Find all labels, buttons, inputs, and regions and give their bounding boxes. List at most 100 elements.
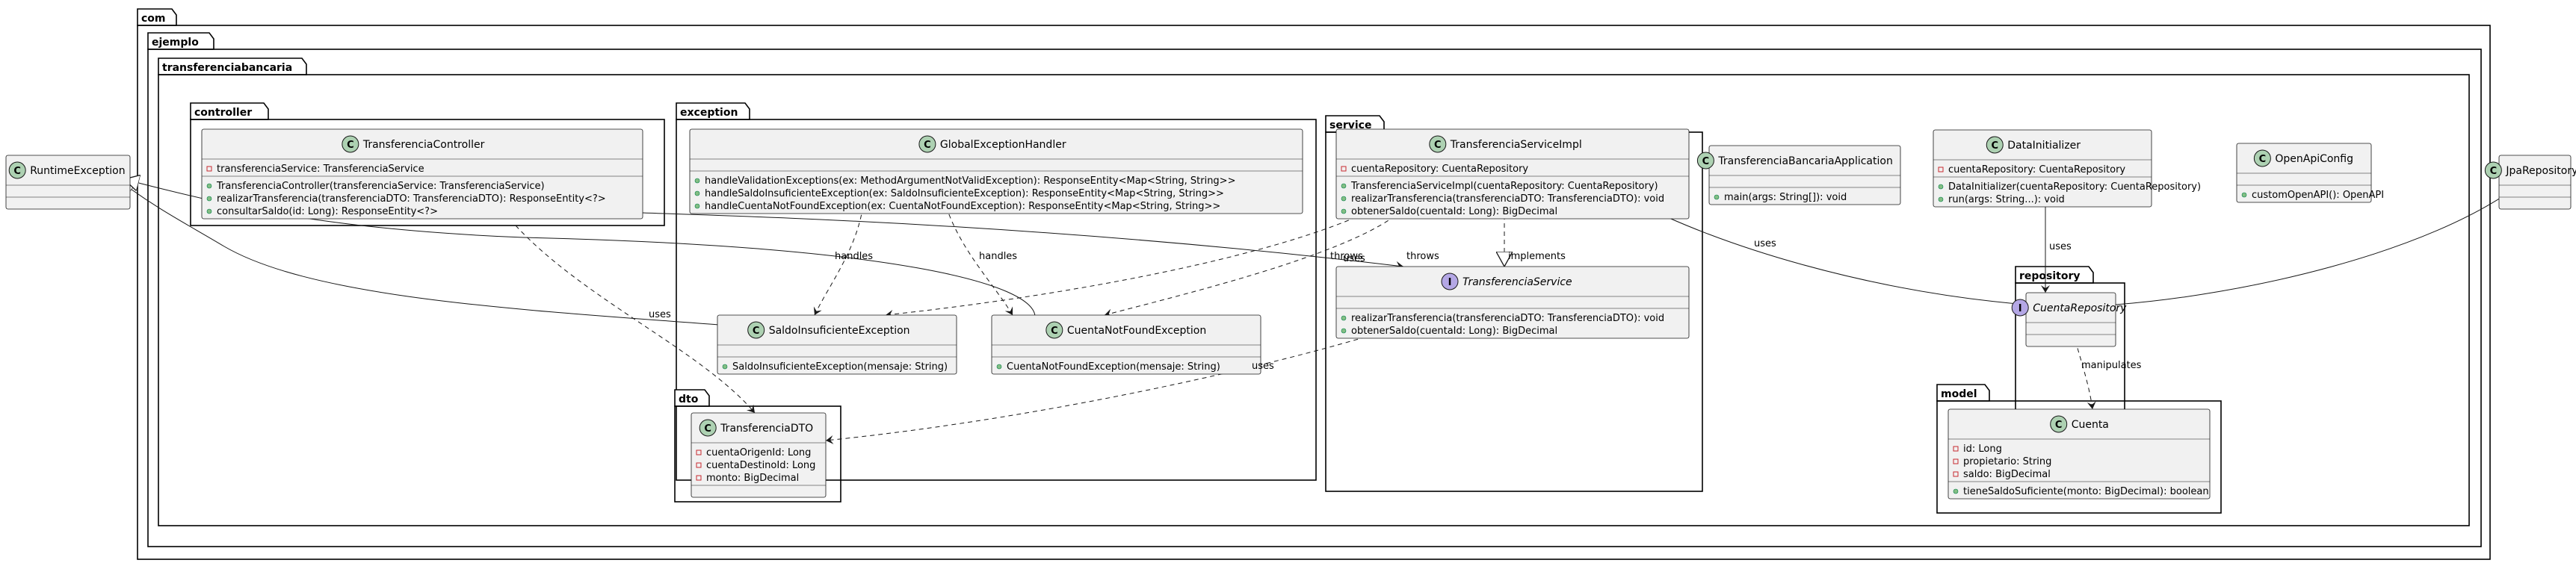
field: cuentaOrigenId: Long (706, 447, 811, 458)
stereotype-letter: C (13, 166, 21, 177)
public-visibility-icon (722, 364, 728, 370)
class-stereotype-icon (747, 321, 765, 339)
class-cuenta-not-found-exception: CuentaNotFoundExceptionCCuentaNotFoundEx… (991, 314, 1261, 375)
public-visibility-icon (1341, 328, 1347, 334)
stereotype-letter: C (2490, 166, 2498, 177)
public-visibility-icon (694, 203, 700, 209)
edge-label-impl-repo: uses (1754, 238, 1776, 249)
field: cuentaDestinoId: Long (706, 460, 815, 471)
public-visibility-icon (2241, 192, 2247, 198)
public-visibility-icon (1341, 208, 1347, 214)
method: obtenerSaldo(cuentaId: Long): BigDecimal (1351, 326, 1557, 337)
private-visibility-icon (1953, 446, 1959, 452)
method: handleCuentaNotFoundException(ex: Cuenta… (705, 201, 1220, 212)
package-transferenciabancaria: transferenciabancaria (158, 57, 2470, 526)
class-stereotype-icon (342, 135, 359, 153)
public-visibility-icon (1341, 196, 1347, 202)
class-stereotype-icon (1045, 321, 1063, 339)
method: run(args: String...): void (1948, 194, 2065, 205)
method: obtenerSaldo(cuentaId: Long): BigDecimal (1351, 206, 1557, 217)
public-visibility-icon (1938, 196, 1944, 202)
class-name-transferencia-bancaria-application: TransferenciaBancariaApplication (1717, 155, 1892, 167)
stereotype-letter: C (1434, 140, 1442, 151)
private-visibility-icon (1938, 167, 1944, 172)
edge-label-handler-cuenta: handles (979, 251, 1017, 262)
package-model: model (1936, 384, 2222, 514)
class-transferencia-service-impl: TransferenciaServiceImpl CcuentaRepositor… (1335, 128, 1690, 220)
method: realizarTransferencia(transferenciaDTO: … (1351, 193, 1664, 205)
class-transferencia-service: TransferenciaServiceIrealizarTransferenc… (1335, 266, 1690, 339)
edge-repo-extends-jpa (2115, 183, 2522, 305)
package-com: com (137, 8, 2491, 560)
stereotype-letter: C (1051, 326, 1058, 337)
method: realizarTransferencia(transferenciaDTO: … (217, 193, 606, 205)
method: TransferenciaController(transferenciaSer… (216, 181, 545, 192)
class-name-cuenta: Cuenta (2072, 419, 2109, 431)
edge-label-initializer-repo: uses (2049, 241, 2072, 252)
edge-label-controller-service: uses (1343, 253, 1365, 264)
stereotype-letter: C (1991, 140, 1998, 152)
class-stereotype-icon (2253, 149, 2271, 167)
method: handleSaldoInsuficienteException(ex: Sal… (705, 188, 1224, 199)
private-visibility-icon (696, 475, 702, 481)
class-name-data-initializer: DataInitializer (2007, 140, 2081, 152)
class-name-transferencia-dto: TransferenciaDTO (720, 423, 813, 435)
class-stereotype-icon (918, 135, 936, 153)
edge-saldo-extends-runtime (120, 181, 720, 326)
field: id: Long (1963, 444, 2002, 455)
edge-service-uses-dto (825, 334, 1374, 444)
method: handleValidationExceptions(ex: MethodArg… (705, 175, 1235, 187)
package-label-transferenciabancaria: transferenciabancaria (162, 62, 292, 74)
public-visibility-icon (996, 364, 1002, 370)
edge-controller-uses-service (642, 212, 1404, 270)
class-name-open-api-config: OpenApiConfig (2275, 153, 2353, 165)
stereotype-letter: I (1448, 277, 1452, 288)
class-stereotype-icon (1986, 136, 2004, 154)
package-label-dto: dto (679, 394, 699, 405)
class-stereotype-icon (1696, 152, 1714, 169)
field: monto: BigDecimal (706, 473, 799, 484)
stereotype-letter: C (753, 326, 760, 337)
edge-label-handler-saldo: handles (835, 251, 873, 262)
field: cuentaRepository: CuentaRepository (1948, 164, 2125, 175)
edge-handler-handles-saldo (813, 198, 865, 316)
public-visibility-icon (206, 196, 212, 202)
class-stereotype-icon (1429, 135, 1447, 153)
class-jpa-repository: JpaRepository C (2484, 155, 2576, 210)
private-visibility-icon (696, 450, 702, 455)
stereotype-letter: C (347, 140, 354, 151)
interface-stereotype-icon (1441, 273, 1459, 290)
public-visibility-icon (1953, 488, 1959, 494)
package-dto: dto (674, 389, 841, 503)
package-label-exception: exception (680, 107, 738, 119)
private-visibility-icon (1953, 458, 1959, 464)
class-name-runtime-exception: RuntimeException (30, 165, 125, 177)
class-name-jpa-repository: JpaRepository (2505, 165, 2576, 177)
class-name-cuenta-repository: CuentaRepository (2033, 302, 2127, 314)
class-saldo-insuficiente-exception: SaldoInsuficienteExceptionCSaldoInsufici… (717, 314, 957, 375)
method: main(args: String[]): void (1724, 192, 1847, 203)
method: DataInitializer(cuentaRepository: Cuenta… (1948, 181, 2201, 193)
field: transferenciaService: TransferenciaServi… (217, 164, 424, 175)
public-visibility-icon (1341, 183, 1347, 189)
class-stereotype-icon (699, 419, 717, 437)
class-name-transferencia-service-impl: TransferenciaServiceImpl (1450, 139, 1582, 151)
class-name-cuenta-not-found-exception: CuentaNotFoundException (1067, 325, 1206, 337)
package-label-model: model (1941, 388, 1977, 400)
method: TransferenciaServiceImpl(cuentaRepositor… (1350, 181, 1658, 192)
class-name-transferencia-controller: TransferenciaController (362, 139, 485, 151)
edge-label-impl-cuenta: throws (1406, 251, 1439, 262)
class-name-transferencia-service: TransferenciaService (1462, 276, 1572, 288)
field: saldo: BigDecimal (1963, 469, 2051, 480)
field: cuentaRepository: CuentaRepository (1351, 164, 1528, 175)
edge-label-repo-cuenta: manipulates (2081, 360, 2142, 371)
private-visibility-icon (1953, 471, 1959, 477)
package-label-repository: repository (2019, 270, 2081, 282)
private-visibility-icon (696, 462, 702, 468)
edge-label-impl-service: implements (1508, 251, 1566, 262)
